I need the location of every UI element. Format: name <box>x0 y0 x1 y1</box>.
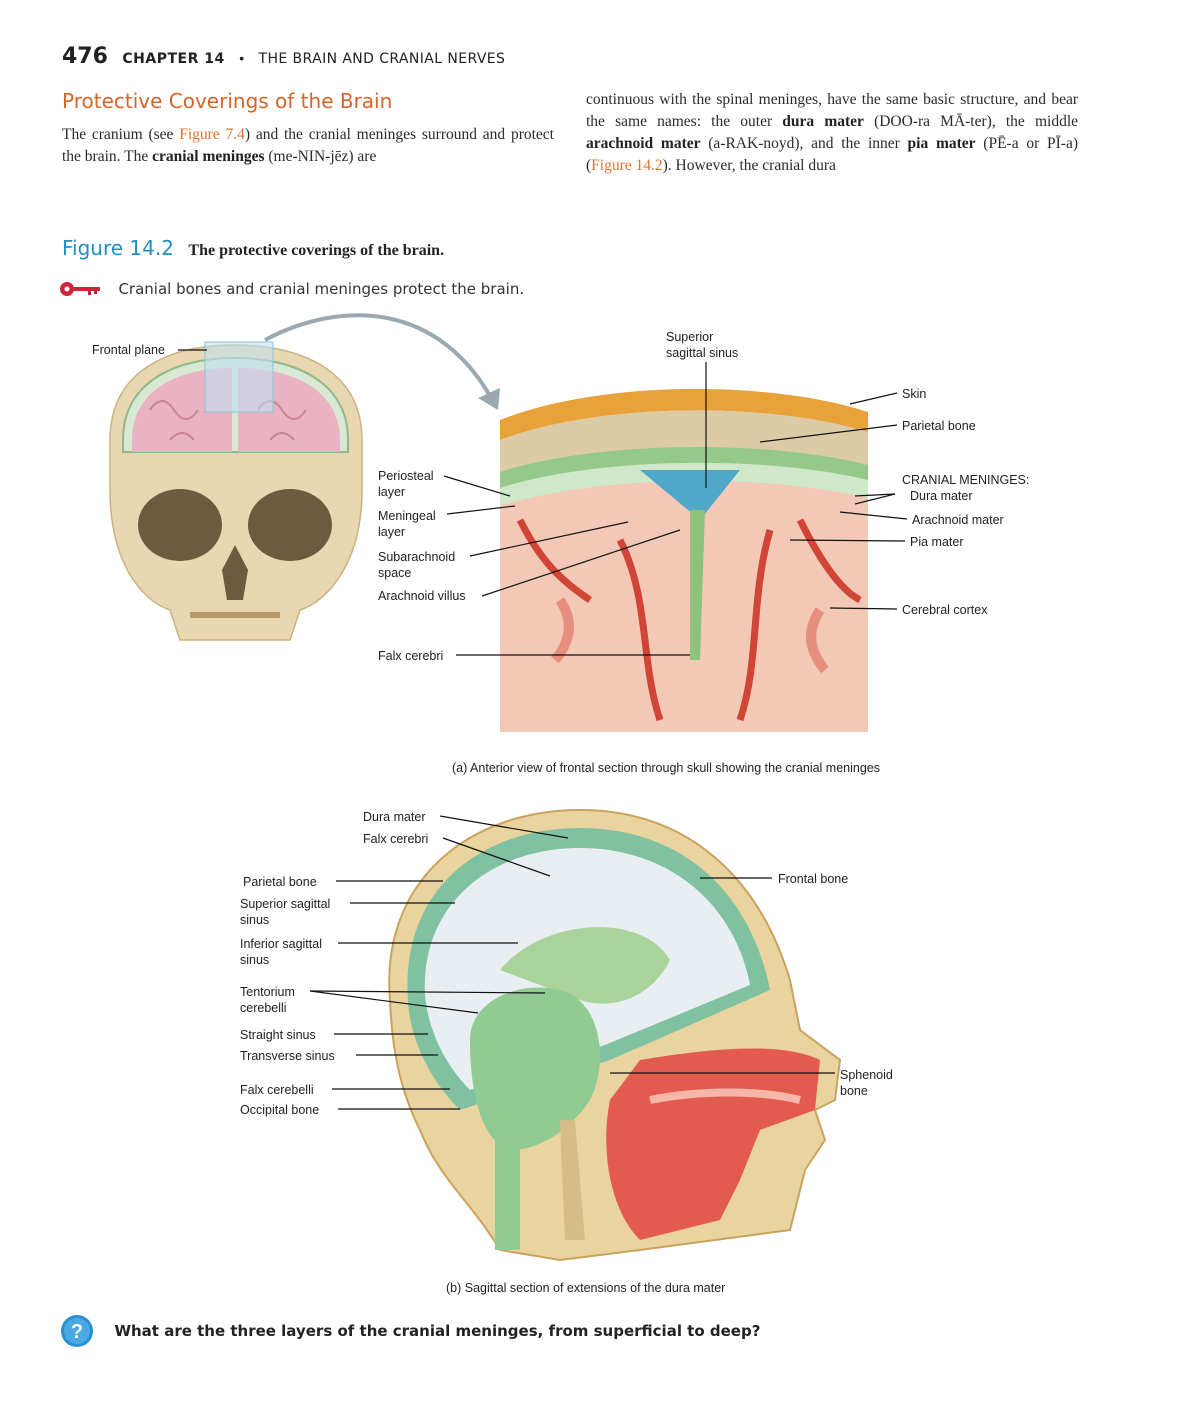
frontal-plane-box <box>204 341 274 413</box>
svg-text:?: ? <box>71 1321 83 1343</box>
text-run: continuous with the spinal meninges, hav… <box>586 91 1078 130</box>
meninges-detail-illustration <box>500 388 868 732</box>
label-arachnoid-villus: Arachnoid villus <box>378 589 466 603</box>
label-dura-mater-a: Dura mater <box>910 489 973 503</box>
text-run: (me-NIN-jēz) are <box>264 148 377 165</box>
paragraph-column-2: continuous with the spinal meninges, hav… <box>586 89 1078 177</box>
sagittal-head-illustration <box>388 808 842 1262</box>
figure-title: The protective coverings of the brain. <box>188 242 445 259</box>
label-frontal-bone: Frontal bone <box>778 872 849 886</box>
text-run: ) and the cranial meninges surround and … <box>62 126 554 165</box>
section-title: Protective Coverings of the Brain <box>62 89 393 113</box>
figure-heading: Figure 14.2 The protective coverings of … <box>62 236 444 260</box>
label-occipital-bone: Occipital bone <box>240 1103 320 1117</box>
label-falx-cerebri-b: Falx cerebri <box>363 832 429 846</box>
bold-term: cranial meninges <box>152 148 265 165</box>
chapter-title: THE BRAIN AND CRANIAL NERVES <box>258 51 506 67</box>
figure-number: Figure 14.2 <box>62 236 174 260</box>
label-straight-sinus: Straight sinus <box>240 1028 316 1042</box>
text-run: (a-RAK-noyd), and the inner <box>700 135 908 152</box>
label-inferior-sagittal-sinus: Inferior sagittal sinus <box>240 937 322 967</box>
label-tentorium-cerebelli: Tentorium cerebelli <box>240 985 295 1015</box>
review-question: ? What are the three layers of the crani… <box>60 1314 760 1348</box>
label-periosteal-layer: Periosteal layer <box>378 469 434 499</box>
label-sphenoid-bone: Sphenoid bone <box>840 1068 893 1098</box>
key-icon <box>60 282 100 296</box>
caption-panel-a: (a) Anterior view of frontal section thr… <box>452 761 880 775</box>
key-concept-text: Cranial bones and cranial meninges prote… <box>118 280 525 298</box>
label-parietal-bone-a: Parietal bone <box>902 419 976 433</box>
label-parietal-bone-b: Parietal bone <box>243 875 317 889</box>
label-pia-mater: Pia mater <box>910 535 964 549</box>
text-run: ). However, the cranial dura <box>662 157 836 174</box>
bold-term: pia mater <box>907 135 976 152</box>
skull-frontal-illustration <box>109 344 363 641</box>
paragraph-column-1: The cranium (see Figure 7.4) and the cra… <box>62 124 554 168</box>
bold-term: arachnoid mater <box>586 135 701 152</box>
page-number: 476 <box>62 44 108 69</box>
question-mark-icon: ? <box>61 1315 93 1347</box>
caption-panel-b: (b) Sagittal section of extensions of th… <box>446 1281 726 1295</box>
figure-reference-link[interactable]: Figure 7.4 <box>179 126 245 143</box>
label-dura-mater-b: Dura mater <box>363 810 426 824</box>
text-run: (DOO-ra MĀ-ter), the middle <box>863 113 1079 130</box>
page-header: 476 CHAPTER 14 • THE BRAIN AND CRANIAL N… <box>62 44 505 69</box>
label-arachnoid-mater: Arachnoid mater <box>912 513 1004 527</box>
question-text: What are the three layers of the cranial… <box>114 1322 761 1340</box>
panel-a-illustration <box>109 313 868 732</box>
text-run: The cranium (see <box>62 126 180 143</box>
label-superior-sagittal-sinus: Superior sagittal sinus <box>666 330 739 360</box>
label-skin: Skin <box>902 387 927 401</box>
label-falx-cerebelli: Falx cerebelli <box>240 1083 314 1097</box>
label-transverse-sinus: Transverse sinus <box>240 1049 335 1063</box>
panel-b-leader-lines <box>309 815 835 1110</box>
panel-b-illustration <box>388 808 842 1262</box>
key-concept: Cranial bones and cranial meninges prote… <box>58 279 524 299</box>
label-frontal-plane: Frontal plane <box>92 343 165 357</box>
label-cerebral-cortex: Cerebral cortex <box>902 603 988 617</box>
label-cranial-meninges-heading: CRANIAL MENINGES: <box>902 473 1030 487</box>
label-superior-sagittal-sinus-b: Superior sagittal sinus <box>240 897 331 927</box>
figure-reference-link[interactable]: Figure 14.2 <box>591 157 663 174</box>
panel-a-leader-lines <box>178 349 908 656</box>
label-falx-cerebri-a: Falx cerebri <box>378 649 444 663</box>
text-run: (PĒ-a or PĪ-a) ( <box>586 135 1078 174</box>
chapter-label: CHAPTER 14 <box>122 51 225 67</box>
label-subarachnoid-space: Subarachnoid space <box>378 550 456 580</box>
header-separator: • <box>239 50 245 66</box>
label-meningeal-layer: Meningeal layer <box>378 509 436 539</box>
bold-term: dura mater <box>782 113 864 130</box>
